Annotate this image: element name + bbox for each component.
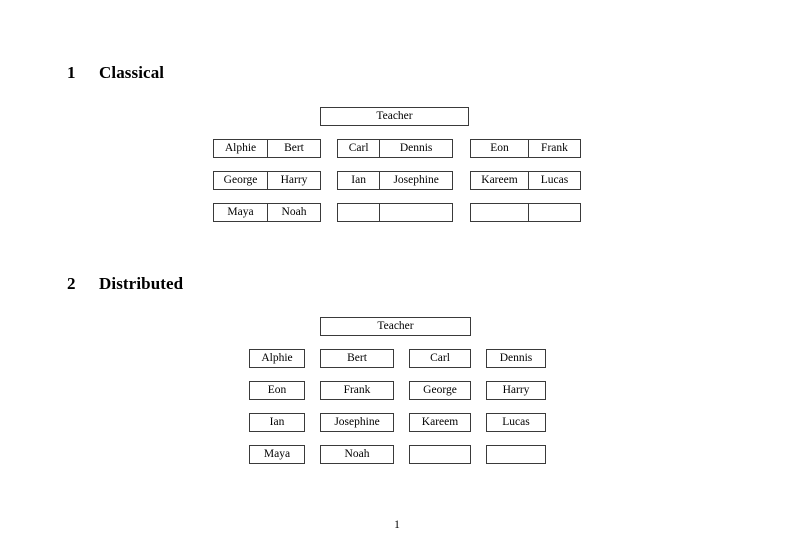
student-node: Frank (320, 381, 394, 400)
section-title: Classical (99, 63, 165, 82)
student-node-empty (409, 445, 471, 464)
student-cell: Noah (266, 204, 320, 221)
section-number: 1 (67, 63, 76, 82)
student-pair-box: Ian Josephine (337, 171, 453, 190)
student-cell: Maya (227, 205, 254, 218)
student-cell (471, 204, 528, 221)
student-pair-box: George Harry (213, 171, 321, 190)
student-node: Harry (486, 381, 546, 400)
student-node: Josephine (320, 413, 394, 432)
student-node: Lucas (486, 413, 546, 432)
section-heading-distributed: 2 Distributed (67, 274, 183, 294)
student-cell: Bert (266, 140, 320, 157)
student-node: George (409, 381, 471, 400)
student-node: Noah (320, 445, 394, 464)
section-heading-classical: 1 Classical (67, 63, 164, 83)
student-pair-box-empty (337, 203, 453, 222)
student-node-empty (486, 445, 546, 464)
student-cell: Alphie (224, 141, 257, 154)
student-cell (379, 204, 452, 221)
student-cell: Dennis (379, 140, 452, 157)
student-cell: Eon (490, 141, 509, 154)
student-cell: Josephine (379, 172, 452, 189)
student-node: Kareem (409, 413, 471, 432)
student-node: Alphie (249, 349, 305, 368)
section-title: Distributed (99, 274, 184, 293)
student-cell: Frank (527, 140, 580, 157)
student-pair-box-empty (470, 203, 581, 222)
page-number: 1 (394, 519, 400, 531)
student-node: Eon (249, 381, 305, 400)
teacher-node-label: Teacher (377, 319, 414, 332)
teacher-node-label: Teacher (376, 109, 413, 122)
student-cell: Kareem (481, 173, 518, 186)
student-node: Carl (409, 349, 471, 368)
student-cell: Harry (266, 172, 320, 189)
section-number: 2 (67, 274, 76, 293)
student-cell: George (223, 173, 258, 186)
student-cell (527, 204, 580, 221)
student-pair-box: Carl Dennis (337, 139, 453, 158)
student-node: Dennis (486, 349, 546, 368)
student-node: Bert (320, 349, 394, 368)
student-cell (338, 204, 379, 221)
teacher-node-distributed: Teacher (320, 317, 471, 336)
student-cell: Ian (351, 173, 366, 186)
student-pair-box: Alphie Bert (213, 139, 321, 158)
student-cell: Carl (348, 141, 369, 154)
student-pair-box: Eon Frank (470, 139, 581, 158)
student-cell: Lucas (527, 172, 580, 189)
student-pair-box: Kareem Lucas (470, 171, 581, 190)
student-node: Maya (249, 445, 305, 464)
teacher-node-classical: Teacher (320, 107, 469, 126)
student-node: Ian (249, 413, 305, 432)
student-pair-box: Maya Noah (213, 203, 321, 222)
